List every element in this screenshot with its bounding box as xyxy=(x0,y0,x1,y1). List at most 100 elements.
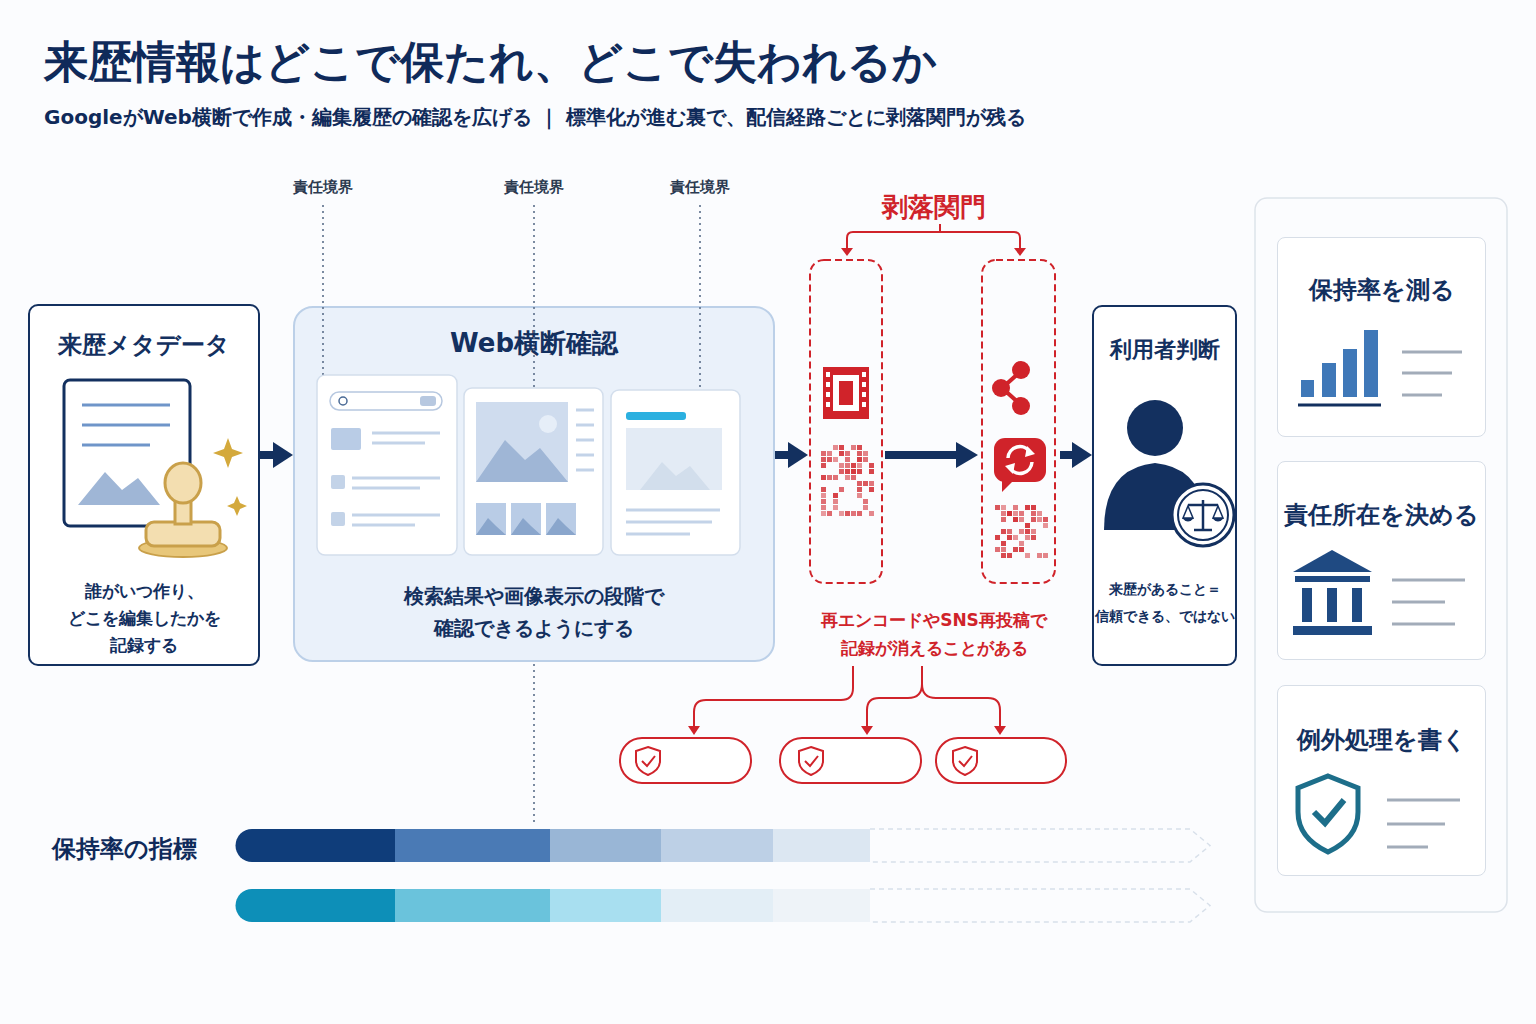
article-card-part xyxy=(640,462,710,490)
pixel-noise-part xyxy=(1037,517,1042,522)
pixel-noise-part xyxy=(821,463,826,468)
user-icon-part xyxy=(1127,400,1183,456)
gate-bracket xyxy=(847,224,1020,250)
branch-line-part xyxy=(922,684,1000,728)
pixel-noise-part xyxy=(851,463,856,468)
text-lines xyxy=(1387,352,1465,847)
boundary-label: 責任境界 xyxy=(670,177,730,198)
pixel-noise-part xyxy=(833,475,838,480)
pixel-noise-part xyxy=(827,475,832,480)
retention-bar-part xyxy=(236,829,269,862)
image-card-part xyxy=(576,469,594,472)
node-body: 検索結果や画像表示の段階で 確認できるようにする xyxy=(295,580,773,644)
pixel-noise-part xyxy=(1013,517,1018,522)
pixel-noise-part xyxy=(833,505,838,510)
text-lines-part xyxy=(1392,601,1445,604)
node-heading: 剥落関門 xyxy=(808,192,1060,222)
action-card: 保持率を測る xyxy=(1277,237,1486,437)
bar-chart-icon-part xyxy=(1298,404,1381,407)
boundary-label: 責任境界 xyxy=(504,177,564,198)
branch-line-part xyxy=(694,666,853,728)
arrow-head xyxy=(273,442,293,468)
pixel-noise-part xyxy=(1007,511,1012,516)
boundary-line xyxy=(323,205,700,825)
pill-shield-part xyxy=(636,747,660,775)
bank-icon-part xyxy=(1293,550,1372,572)
bar-chart-icon-part xyxy=(1343,349,1357,397)
image-card-part xyxy=(576,409,594,412)
flow-arrow xyxy=(260,442,293,468)
gate-bracket-head-part xyxy=(841,248,853,256)
pixel-noise-part xyxy=(839,487,844,492)
image-card-part xyxy=(476,518,506,535)
bank-icon xyxy=(1293,550,1372,635)
boundary-line-part xyxy=(699,205,701,390)
pill-shield-part xyxy=(959,756,972,766)
image-card xyxy=(464,388,603,555)
pixel-noise-part xyxy=(851,445,856,450)
search-card-part xyxy=(352,514,440,517)
film-icon xyxy=(823,367,869,419)
article-card-part xyxy=(626,428,722,490)
pixel-noise-part xyxy=(845,457,850,462)
node-heading: 利用者判断 xyxy=(1094,336,1235,364)
pixel-noise-part xyxy=(1019,541,1024,546)
pill-shield-part xyxy=(953,747,977,775)
pixel-noise xyxy=(995,505,1048,558)
pixel-noise-part xyxy=(1001,517,1006,522)
search-card-part xyxy=(352,487,420,490)
pixel-noise-part xyxy=(863,505,868,510)
search-card-part xyxy=(330,392,442,410)
search-card-part xyxy=(372,432,440,435)
retention-bar-part xyxy=(395,829,550,862)
stamp-icon-part xyxy=(146,522,220,546)
node-body: 再エンコードやSNS再投稿で 記録が消えることがある xyxy=(808,606,1060,662)
bar-chart-icon xyxy=(1298,330,1381,405)
retention-bar-part xyxy=(252,889,395,922)
pixel-noise-part xyxy=(1031,517,1036,522)
inner-arrow-part xyxy=(956,442,978,468)
retention-bar xyxy=(236,889,1211,922)
pixel-noise-part xyxy=(833,493,838,498)
pixel-noise-part xyxy=(833,457,838,462)
text-lines-part xyxy=(1392,623,1455,626)
pixel-noise-part xyxy=(1019,517,1024,522)
boundary-label: 責任境界 xyxy=(293,177,353,198)
pixel-noise-part xyxy=(863,481,868,486)
pixel-noise-part xyxy=(821,511,826,516)
arrow-head xyxy=(788,442,808,468)
image-card-part xyxy=(476,402,568,482)
node-heading: Web横断確認 xyxy=(295,327,773,359)
pixel-noise-part xyxy=(851,469,856,474)
pixel-noise-part xyxy=(1007,529,1012,534)
pixel-noise-part xyxy=(1025,553,1030,558)
pixel-noise xyxy=(821,445,874,516)
boundary-line-part xyxy=(533,205,535,388)
pill-shield-part xyxy=(805,756,818,766)
document-icon-part xyxy=(82,404,170,407)
repost-icon-part xyxy=(1005,463,1015,474)
pixel-noise-part xyxy=(1037,553,1042,558)
pixel-noise-part xyxy=(833,445,838,450)
search-card-part xyxy=(317,375,457,555)
search-card-part xyxy=(331,512,345,526)
image-card-part xyxy=(539,415,557,433)
pixel-noise-part xyxy=(995,547,1000,552)
node-heading: 保持率を測る xyxy=(1278,275,1485,305)
boundary-line-part xyxy=(533,664,535,825)
node-body: 誰がいつ作り、 どこを編集したかを 記録する xyxy=(30,578,258,659)
pixel-noise-part xyxy=(1031,505,1036,510)
pixel-noise-part xyxy=(869,481,874,486)
share-icon-part xyxy=(1002,388,1020,404)
pixel-noise-part xyxy=(1001,541,1006,546)
verification-box: Web横断確認検索結果や画像表示の段階で 確認できるようにする xyxy=(293,306,775,662)
text-lines-part xyxy=(1387,799,1460,802)
user-box: 利用者判断来歴があること＝ 信頼できる、ではない xyxy=(1092,305,1237,666)
pixel-noise-part xyxy=(1019,547,1024,552)
user-icon-part xyxy=(1104,463,1206,530)
user-icon-part xyxy=(1188,504,1218,507)
branch-line-part xyxy=(867,666,922,728)
user-icon-part xyxy=(1183,506,1223,518)
pixel-noise-part xyxy=(821,493,826,498)
text-lines-part xyxy=(1387,823,1445,826)
